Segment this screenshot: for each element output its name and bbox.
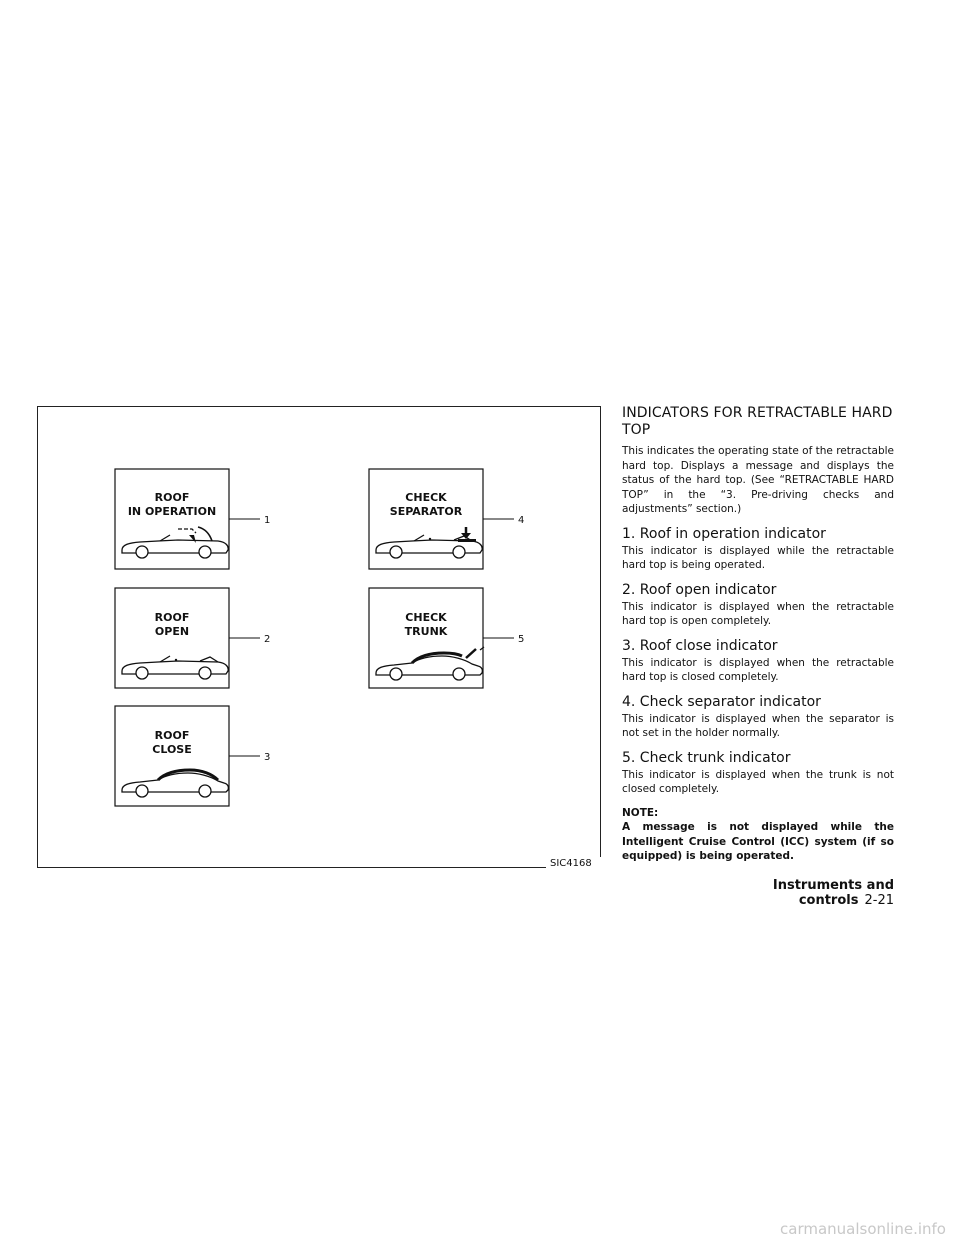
panel-3-line1: ROOF bbox=[155, 729, 190, 742]
panel-4-line1: CHECK bbox=[405, 491, 447, 504]
panel-4-line2: SEPARATOR bbox=[390, 505, 463, 518]
callout-5: 5 bbox=[518, 634, 524, 645]
car-roof-open-icon bbox=[121, 655, 229, 680]
item-2-heading: 2. Roof open indicator bbox=[622, 581, 777, 598]
callout-4: 4 bbox=[518, 515, 524, 526]
indicator-figure: ROOF IN OPERATION 1 ROOF OPEN bbox=[37, 406, 602, 869]
section-title: INDICATORS FOR RETRACTABLE HARD TOP bbox=[622, 405, 893, 438]
item-5-heading: 5. Check trunk indicator bbox=[622, 749, 791, 766]
panel-2-line1: ROOF bbox=[155, 611, 190, 624]
panel-roof-close: ROOF CLOSE 3 bbox=[114, 705, 270, 807]
callout-2: 2 bbox=[264, 634, 270, 645]
note-label: NOTE: bbox=[622, 806, 659, 819]
page-number: 2-21 bbox=[864, 893, 894, 908]
note-body: A message is not displayed while the Int… bbox=[622, 821, 894, 862]
panel-check-separator: CHECK SEPARATOR 4 bbox=[368, 468, 524, 570]
item-3-heading: 3. Roof close indicator bbox=[622, 637, 778, 654]
figure-code: SIC4168 bbox=[550, 858, 592, 869]
item-5-body: This indicator is displayed when the tru… bbox=[622, 768, 894, 796]
panel-roof-open: ROOF OPEN 2 bbox=[114, 587, 270, 689]
intro-paragraph: This indicates the operating state of th… bbox=[622, 445, 894, 515]
panel-1-line2: IN OPERATION bbox=[128, 505, 216, 518]
item-4-heading: 4. Check separator indicator bbox=[622, 693, 821, 710]
panel-roof-in-operation: ROOF IN OPERATION 1 bbox=[114, 468, 270, 570]
panel-1-line1: ROOF bbox=[155, 491, 190, 504]
indicator-diagram: ROOF IN OPERATION 1 ROOF OPEN bbox=[114, 468, 602, 869]
item-1-heading: 1. Roof in operation indicator bbox=[622, 525, 826, 542]
item-3-body: This indicator is displayed when the ret… bbox=[622, 656, 894, 684]
text-column: INDICATORS FOR RETRACTABLE HARD TOP This… bbox=[622, 405, 894, 864]
callout-3: 3 bbox=[264, 752, 270, 763]
panel-5-line2: TRUNK bbox=[405, 625, 448, 638]
car-trunk-open-icon bbox=[375, 646, 485, 681]
item-4-body: This indicator is displayed when the sep… bbox=[622, 712, 894, 740]
panel-2-line2: OPEN bbox=[155, 625, 189, 638]
item-1-body: This indicator is displayed while the re… bbox=[622, 544, 894, 572]
item-2-body: This indicator is displayed when the ret… bbox=[622, 600, 894, 628]
callout-1: 1 bbox=[264, 515, 270, 526]
panel-check-trunk: CHECK TRUNK 5 bbox=[368, 587, 524, 689]
footer-section-name: Instruments and controls bbox=[772, 878, 894, 908]
car-roof-in-operation-icon bbox=[121, 526, 229, 559]
watermark: carmanualsonline.info bbox=[780, 1220, 946, 1238]
panel-3-line2: CLOSE bbox=[152, 743, 191, 756]
car-separator-icon bbox=[375, 527, 483, 559]
panel-5-line1: CHECK bbox=[405, 611, 447, 624]
car-roof-closed-icon bbox=[121, 768, 230, 798]
